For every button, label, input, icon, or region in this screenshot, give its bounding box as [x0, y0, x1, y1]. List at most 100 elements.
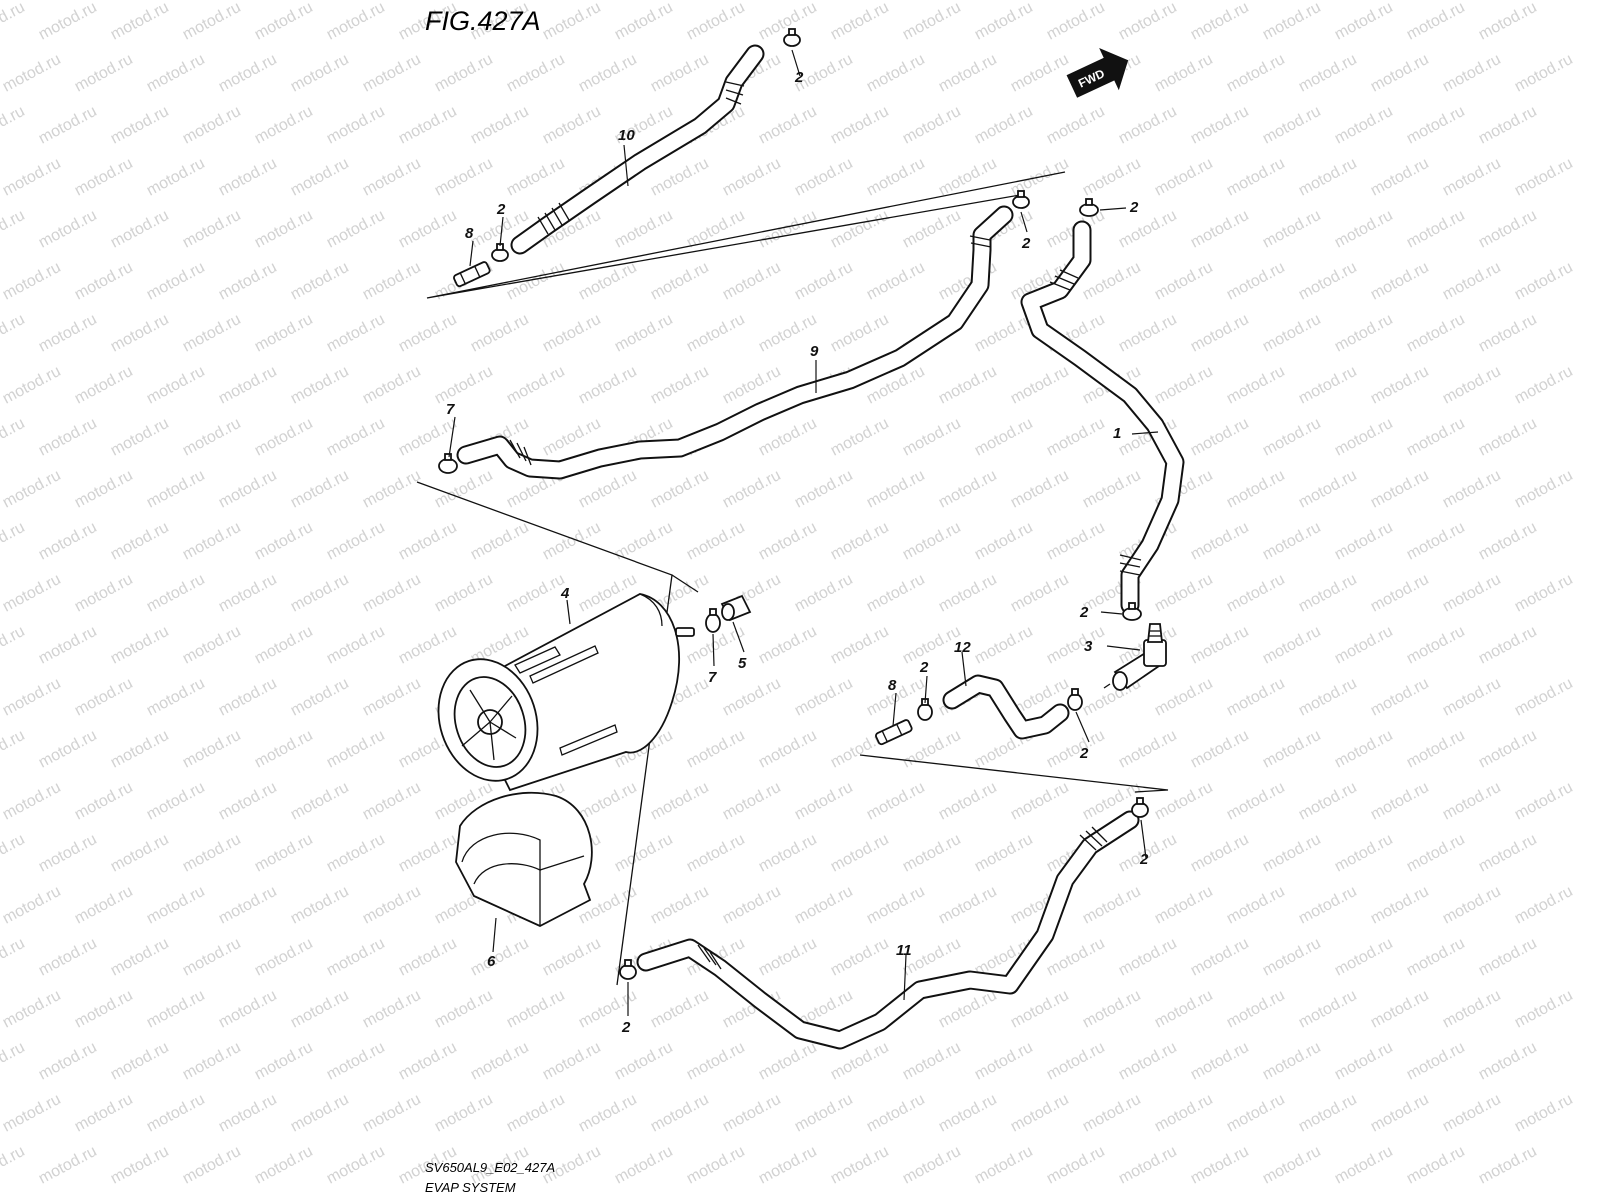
- watermark-text: motod.ru: [972, 519, 1036, 564]
- watermark-text: motod.ru: [324, 311, 388, 356]
- watermark-text: motod.ru: [252, 935, 316, 980]
- watermark-text: motod.ru: [1476, 519, 1540, 564]
- watermark-text: motod.ru: [540, 0, 604, 44]
- watermark-text: motod.ru: [180, 207, 244, 252]
- watermark-text: motod.ru: [684, 311, 748, 356]
- watermark-text: motod.ru: [1188, 207, 1252, 252]
- watermark-text: motod.ru: [180, 1039, 244, 1084]
- watermark-text: motod.ru: [828, 207, 892, 252]
- watermark-text: motod.ru: [0, 155, 64, 200]
- watermark-text: motod.ru: [288, 51, 352, 96]
- watermark-text: motod.ru: [108, 935, 172, 980]
- callout-6: 6: [487, 953, 496, 970]
- watermark-text: motod.ru: [36, 415, 100, 460]
- watermark-text: motod.ru: [1404, 103, 1468, 148]
- watermark-text: motod.ru: [828, 415, 892, 460]
- watermark-text: motod.ru: [36, 311, 100, 356]
- watermark-text: motod.ru: [1404, 519, 1468, 564]
- watermark-text: motod.ru: [936, 155, 1000, 200]
- watermark-text: motod.ru: [1188, 415, 1252, 460]
- watermark-text: motod.ru: [756, 103, 820, 148]
- watermark-text: motod.ru: [0, 727, 28, 772]
- watermark-text: motod.ru: [972, 0, 1036, 44]
- watermark-text: motod.ru: [288, 779, 352, 824]
- watermark-text: motod.ru: [432, 363, 496, 408]
- watermark-text: motod.ru: [828, 935, 892, 980]
- watermark-text: motod.ru: [144, 571, 208, 616]
- watermark-text: motod.ru: [252, 831, 316, 876]
- watermark-text: motod.ru: [216, 675, 280, 720]
- watermark-text: motod.ru: [1044, 103, 1108, 148]
- watermark-text: motod.ru: [1260, 623, 1324, 668]
- watermark-text: motod.ru: [468, 103, 532, 148]
- watermark-text: motod.ru: [1188, 727, 1252, 772]
- watermark-text: motod.ru: [612, 1143, 676, 1188]
- watermark-text: motod.ru: [288, 467, 352, 512]
- watermark-text: motod.ru: [972, 1143, 1036, 1188]
- watermark-text: motod.ru: [324, 1039, 388, 1084]
- watermark-text: motod.ru: [1044, 935, 1108, 980]
- watermark-text: motod.ru: [72, 675, 136, 720]
- watermark-text: motod.ru: [288, 155, 352, 200]
- callout-2-h: 2: [1139, 851, 1149, 868]
- watermark-text: motod.ru: [108, 727, 172, 772]
- watermark-text: motod.ru: [180, 311, 244, 356]
- watermark-text: motod.ru: [936, 363, 1000, 408]
- watermark-text: motod.ru: [936, 467, 1000, 512]
- callout-4: 4: [560, 585, 570, 602]
- watermark-text: motod.ru: [1044, 623, 1108, 668]
- watermark-text: motod.ru: [252, 519, 316, 564]
- watermark-text: motod.ru: [180, 831, 244, 876]
- watermark-text: motod.ru: [1080, 1091, 1144, 1136]
- watermark-text: motod.ru: [576, 467, 640, 512]
- clamp-2-a: [783, 28, 801, 47]
- watermark-text: motod.ru: [1404, 935, 1468, 980]
- callout-2-b: 2: [496, 201, 506, 218]
- leader-lines: [448, 49, 1159, 1016]
- hose-11: [636, 810, 1140, 1050]
- watermark-text: motod.ru: [936, 883, 1000, 928]
- watermark-text: motod.ru: [1332, 727, 1396, 772]
- watermark-text: motod.ru: [1332, 623, 1396, 668]
- watermark-text: motod.ru: [360, 1091, 424, 1136]
- watermark-text: motod.ru: [108, 1143, 172, 1188]
- watermark-text: motod.ru: [900, 103, 964, 148]
- watermark-text: motod.ru: [1152, 779, 1216, 824]
- watermark-text: motod.ru: [756, 1143, 820, 1188]
- watermark-text: motod.ru: [324, 727, 388, 772]
- watermark-text: motod.ru: [1512, 779, 1576, 824]
- watermark-text: motod.ru: [432, 51, 496, 96]
- watermark-text: motod.ru: [792, 1091, 856, 1136]
- watermark-text: motod.ru: [1080, 155, 1144, 200]
- watermark-text: motod.ru: [684, 727, 748, 772]
- watermark-text: motod.ru: [1224, 987, 1288, 1032]
- watermark-text: motod.ru: [108, 623, 172, 668]
- watermark-text: motod.ru: [180, 415, 244, 460]
- watermark-text: motod.ru: [288, 675, 352, 720]
- watermark-text: motod.ru: [576, 363, 640, 408]
- watermark-text: motod.ru: [1332, 831, 1396, 876]
- clamp-7-lower: [705, 608, 721, 633]
- watermark-text: motod.ru: [1476, 623, 1540, 668]
- watermark-text: motod.ru: [0, 675, 64, 720]
- watermark-text: motod.ru: [0, 987, 64, 1032]
- watermark-text: motod.ru: [0, 51, 64, 96]
- watermark-text: motod.ru: [1296, 363, 1360, 408]
- watermark-text: motod.ru: [900, 0, 964, 44]
- watermark-text: motod.ru: [792, 779, 856, 824]
- watermark-text: motod.ru: [1296, 51, 1360, 96]
- callout-3: 3: [1084, 638, 1093, 655]
- watermark-text: motod.ru: [1188, 519, 1252, 564]
- callout-8-upper: 8: [465, 225, 474, 242]
- watermark-text: motod.ru: [36, 207, 100, 252]
- watermark-text: motod.ru: [1152, 883, 1216, 928]
- watermark-text: motod.ru: [72, 987, 136, 1032]
- watermark-text: motod.ru: [108, 207, 172, 252]
- watermark-text: motod.ru: [1476, 831, 1540, 876]
- watermark-text: motod.ru: [756, 727, 820, 772]
- watermark-text: motod.ru: [72, 883, 136, 928]
- watermark-text: motod.ru: [1224, 467, 1288, 512]
- watermark-text: motod.ru: [288, 883, 352, 928]
- watermark-text: motod.ru: [900, 831, 964, 876]
- watermark-text: motod.ru: [216, 51, 280, 96]
